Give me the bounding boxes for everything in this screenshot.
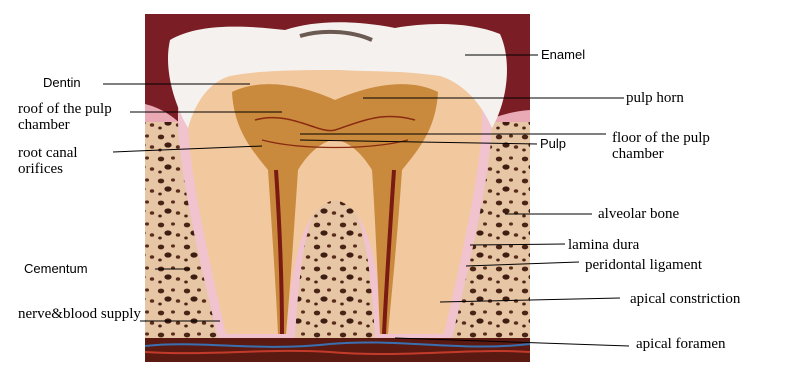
label-enamel: Enamel — [541, 48, 585, 62]
label-apical-constriction: apical constriction — [630, 292, 740, 308]
label-root-canal-orifices: root canal orifices — [18, 146, 118, 178]
label-floor-of-pulp-chamber: floor of the pulp chamber — [612, 131, 762, 163]
label-nerve-blood-supply: nerve&blood supply — [18, 307, 143, 323]
label-pulp-horn: pulp horn — [626, 91, 684, 107]
vessel-strip — [145, 338, 530, 362]
label-lamina-dura: lamina dura — [568, 238, 639, 254]
label-pulp: Pulp — [540, 137, 566, 151]
label-dentin: Dentin — [43, 76, 81, 90]
label-roof-of-pulp-chamber: roof of the pulp chamber — [18, 102, 148, 134]
label-apical-foramen: apical foramen — [636, 337, 726, 353]
label-periodontal-ligament: peridontal ligament — [585, 258, 702, 274]
label-alveolar-bone: alveolar bone — [598, 207, 679, 223]
label-cementum: Cementum — [24, 262, 88, 276]
